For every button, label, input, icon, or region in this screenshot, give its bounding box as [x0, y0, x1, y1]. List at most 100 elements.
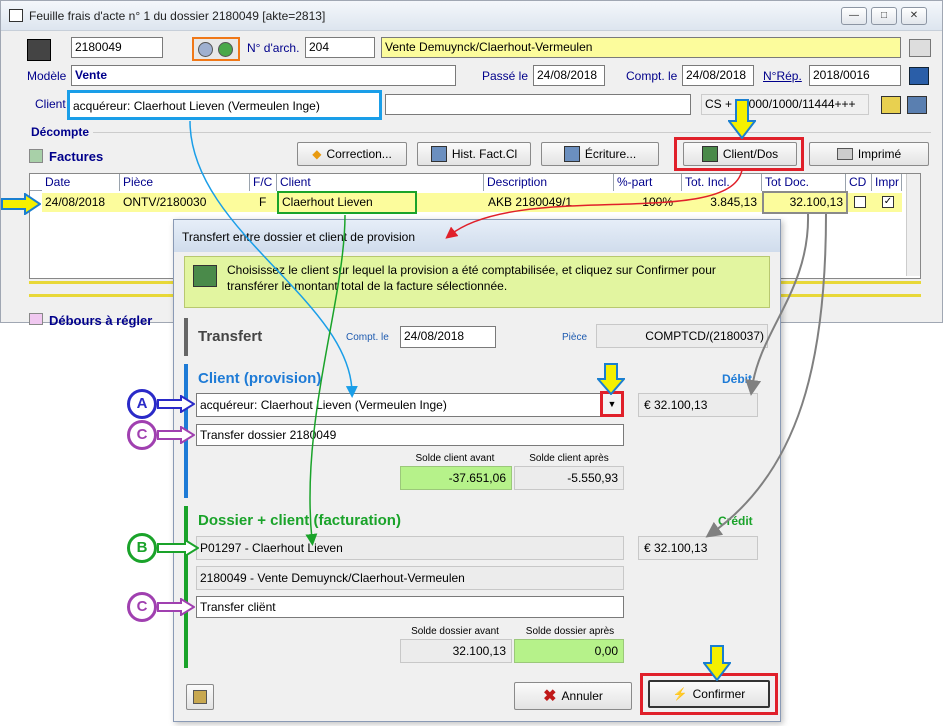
ecriture-button[interactable]: Écriture...: [541, 142, 659, 166]
credit-label: Crédit: [718, 514, 753, 528]
dropdown-pointer-arrow: [595, 363, 627, 396]
modele-field[interactable]: Vente: [71, 65, 456, 86]
ecriture-label: Écriture...: [584, 147, 637, 161]
minimize-button[interactable]: —: [841, 7, 867, 25]
marker-b-arrow: [157, 538, 200, 558]
window-title: Feuille frais d'acte n° 1 du dossier 218…: [29, 9, 326, 23]
client-field[interactable]: acquéreur: Claerhout Lieven (Vermeulen I…: [67, 90, 382, 120]
row-client: Claerhout Lieven: [277, 191, 417, 214]
warning-icon: ◆: [312, 147, 322, 161]
col-header-client[interactable]: Client: [277, 174, 484, 191]
debours-label: Débours à régler: [49, 313, 153, 328]
tot-doc-debit-flow-arrow: [745, 213, 810, 396]
lightning-icon: ⚡: [672, 687, 688, 701]
printer-icon: [836, 148, 853, 160]
nrep-label: N°Rép.: [763, 69, 802, 83]
transfer-icon: [701, 146, 718, 162]
credit-value: € 32.100,13: [638, 536, 758, 560]
marker-c2-arrow: [157, 597, 196, 617]
correction-button[interactable]: ◆ Correction...: [297, 142, 407, 166]
calculator-icon[interactable]: [27, 39, 51, 61]
client-provision-select[interactable]: acquéreur: Claerhout Lieven (Vermeulen I…: [196, 393, 618, 417]
marker-c1: C: [127, 420, 157, 450]
transfer-dialog: Transfert entre dossier et client de pro…: [173, 219, 781, 722]
table-header: Date Pièce F/C Client Description %-part…: [30, 174, 902, 191]
nrep-field[interactable]: 2018/0016: [809, 65, 901, 86]
dossier-title-field[interactable]: Vente Demuynck/Claerhout-Vermeulen: [381, 37, 901, 58]
col-header-piece[interactable]: Pièce: [120, 174, 250, 191]
transfert-panel: Transfert Compt. le 24/08/2018 Pièce COM…: [184, 318, 770, 356]
maximize-button[interactable]: □: [871, 7, 897, 25]
tot-doc-credit-flow-arrow: [705, 213, 827, 538]
solde-dossier-apres-label: Solde dossier après: [525, 626, 615, 637]
row-fc: F: [259, 195, 267, 209]
passe-field[interactable]: 24/08/2018: [533, 65, 605, 86]
debours-color-swatch: [29, 313, 43, 325]
dialog-compt-field[interactable]: 24/08/2018: [400, 326, 496, 348]
title-bar: Feuille frais d'acte n° 1 du dossier 218…: [1, 1, 942, 31]
solde-dossier-avant-value: 32.100,13: [400, 639, 512, 663]
next-dossier-icon[interactable]: [218, 42, 233, 57]
marker-a: A: [127, 389, 157, 419]
info-icon: [193, 265, 217, 287]
settings-button[interactable]: [186, 684, 214, 710]
narch-field[interactable]: 204: [305, 37, 375, 58]
app-icon: [9, 9, 23, 22]
client-provision-panel: Client (provision) Débit acquéreur: Clae…: [184, 364, 770, 498]
solde-dossier-avant-label: Solde dossier avant: [411, 626, 499, 637]
confirmer-label: Confirmer: [692, 687, 746, 701]
modele-label: Modèle: [27, 69, 67, 83]
compt-field[interactable]: 24/08/2018: [682, 65, 754, 86]
history-icon: [430, 146, 447, 162]
solde-dossier-apres-value: 0,00: [514, 639, 624, 663]
dossier-comment-field[interactable]: Transfer cliënt: [196, 596, 624, 618]
row-part: 100%: [642, 195, 673, 209]
marker-a-arrow: [157, 394, 196, 414]
confirmer-pointer-arrow: [701, 645, 733, 682]
correction-label: Correction...: [326, 147, 392, 161]
prev-dossier-icon[interactable]: [198, 42, 213, 57]
book-icon[interactable]: [909, 67, 929, 85]
annuler-button[interactable]: ✖ Annuler: [514, 682, 632, 710]
col-header-fc[interactable]: F/C: [250, 174, 277, 191]
row-cd-checkbox[interactable]: [854, 196, 866, 208]
col-header-tot-incl[interactable]: Tot. Incl.: [682, 174, 762, 191]
col-header-description[interactable]: Description: [484, 174, 614, 191]
client-dos-flow-arrow: [445, 169, 743, 239]
nav-buttons-group: [192, 37, 240, 61]
client-comment-field[interactable]: Transfer dossier 2180049: [196, 424, 624, 446]
imprime-button[interactable]: Imprimé: [809, 142, 929, 166]
transfert-title: Transfert: [198, 328, 263, 345]
solde-client-avant-label: Solde client avant: [415, 453, 495, 464]
narch-label: N° d'arch.: [247, 41, 300, 55]
hist-fact-button[interactable]: Hist. Fact.Cl: [417, 142, 531, 166]
confirmer-button[interactable]: ⚡ Confirmer: [648, 680, 770, 708]
col-header-cd[interactable]: CD: [846, 174, 872, 191]
edit-contact-icon[interactable]: [907, 96, 927, 114]
dossier-facturation-title: Dossier + client (facturation): [198, 512, 401, 529]
col-header-impr[interactable]: Impr: [872, 174, 902, 191]
col-header-part[interactable]: %-part: [614, 174, 682, 191]
table-row[interactable]: 24/08/2018 ONTV/2180030 F Claerhout Liev…: [42, 191, 902, 214]
hist-label: Hist. Fact.Cl: [451, 147, 518, 161]
col-header-date[interactable]: Date: [42, 174, 120, 191]
dossier-number-field[interactable]: 2180049: [71, 37, 163, 58]
client-flow-arrow: [189, 120, 358, 398]
row-tot-incl: 3.845,13: [710, 195, 757, 209]
contact-icon[interactable]: [881, 96, 901, 114]
client-dos-button[interactable]: Client/Dos: [683, 142, 797, 166]
row-impr-checkbox[interactable]: ✓: [882, 196, 894, 208]
piece-field: COMPTCD/(2180037): [596, 324, 768, 348]
print-icon[interactable]: [909, 39, 931, 57]
dialog-title: Transfert entre dossier et client de pro…: [182, 230, 415, 244]
row-pointer-arrow: [1, 192, 42, 216]
dossier-name-field: 2180049 - Vente Demuynck/Claerhout-Verme…: [196, 566, 624, 590]
decompte-divider: [93, 132, 931, 133]
annuler-label: Annuler: [561, 689, 603, 703]
table-scrollbar[interactable]: [906, 174, 920, 276]
col-header-tot-doc[interactable]: Tot Doc.: [762, 174, 846, 191]
factures-color-swatch: [29, 149, 43, 163]
close-button[interactable]: ✕: [901, 7, 927, 25]
client-extra-field[interactable]: [385, 94, 691, 115]
